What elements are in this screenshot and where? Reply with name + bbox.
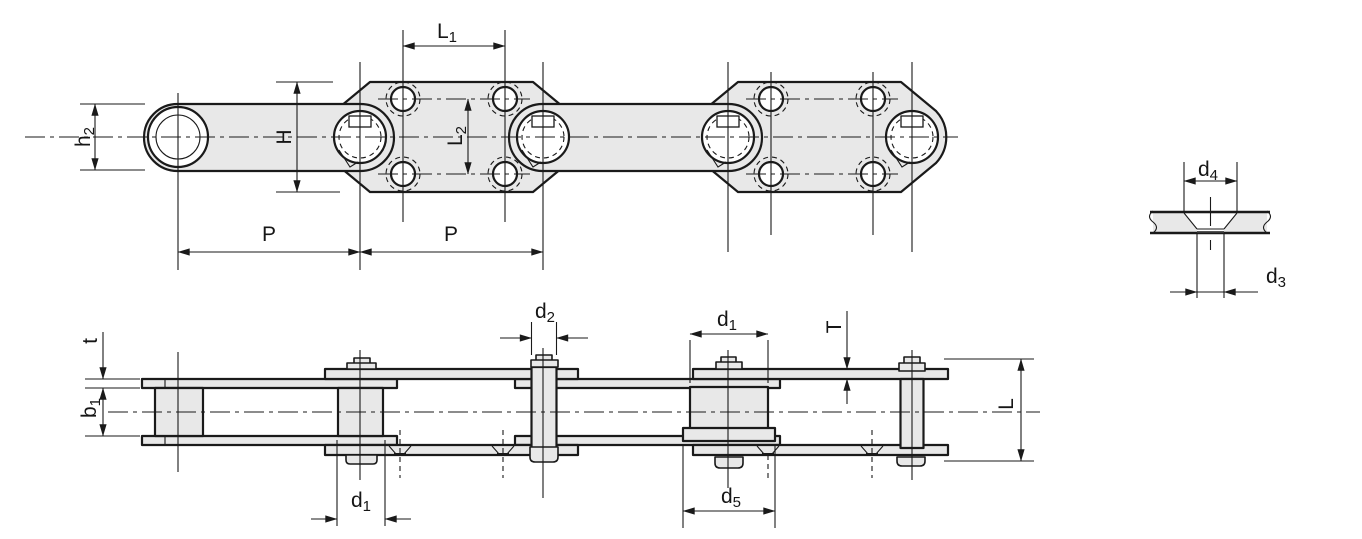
dim-label-L1: L1 [437, 20, 457, 46]
dim-label-d4: d4 [1198, 158, 1218, 184]
break-line-left [1148, 210, 1158, 234]
dim-label-d1: d1 [717, 308, 737, 334]
outer-plate-bottom-1 [323, 443, 580, 457]
pin-shaft-d2 [530, 365, 558, 452]
dim-d1-bottom: d1 [311, 440, 411, 526]
dim-L2: L2 [444, 98, 472, 175]
cotter-hook-icon [890, 149, 911, 168]
countersink-marks [388, 430, 884, 480]
dim-b1: b1 [78, 387, 140, 437]
dim-d5: d5 [682, 444, 776, 528]
centerlines-side-view [108, 348, 1040, 498]
cotter-hook-icon [521, 149, 542, 168]
dim-label-L: L [995, 398, 1018, 410]
outer-plate-bottom-2 [691, 443, 950, 457]
dim-label-H: H [273, 129, 296, 144]
break-line-right [1262, 210, 1272, 234]
dim-t: t [79, 332, 140, 389]
dim-d3: d3 [1170, 265, 1286, 296]
dim-label-L2: L2 [444, 126, 470, 146]
centerlines-top-view [25, 30, 958, 270]
inner-plate-bottom-2 [513, 434, 782, 447]
cotter-hook-icon [338, 149, 359, 168]
top-view: L1 L2 H h2 P P [25, 20, 958, 270]
dim-label-d1: d1 [351, 489, 371, 515]
inner-plate-top-2 [513, 377, 782, 390]
cotter-hook-icon [706, 149, 727, 168]
dim-d2: d2 [500, 300, 588, 355]
dim-label-P: P [262, 223, 276, 246]
dim-T: T [823, 311, 851, 404]
roller-flange [681, 426, 777, 443]
side-view: t b1 d1 d2 d1 [78, 300, 1040, 528]
inner-plate-top-1 [140, 377, 399, 390]
dim-label-d3: d3 [1266, 265, 1286, 291]
inner-plate-bottom-1 [140, 434, 399, 447]
section-view: d4 d3 [1148, 158, 1286, 298]
dim-label-P: P [444, 223, 458, 246]
dim-P-1: P [177, 223, 361, 256]
dim-label-T: T [823, 320, 846, 333]
dim-d1-top: d1 [689, 308, 769, 383]
dim-label-h2: h2 [72, 127, 98, 147]
dim-label-d2: d2 [535, 300, 555, 326]
dim-label-t: t [79, 338, 102, 344]
dim-P-2: P [359, 223, 544, 256]
dim-L: L [944, 358, 1034, 462]
dim-d4: d4 [1183, 158, 1238, 212]
outer-plate-top-1 [323, 367, 580, 381]
dim-H: H [273, 81, 340, 193]
dim-L1: L1 [402, 20, 506, 50]
dim-label-d5: d5 [721, 485, 741, 511]
dim-h2: h2 [72, 103, 145, 171]
dim-label-b1: b1 [78, 398, 104, 418]
outer-plate-top-2 [691, 367, 950, 381]
